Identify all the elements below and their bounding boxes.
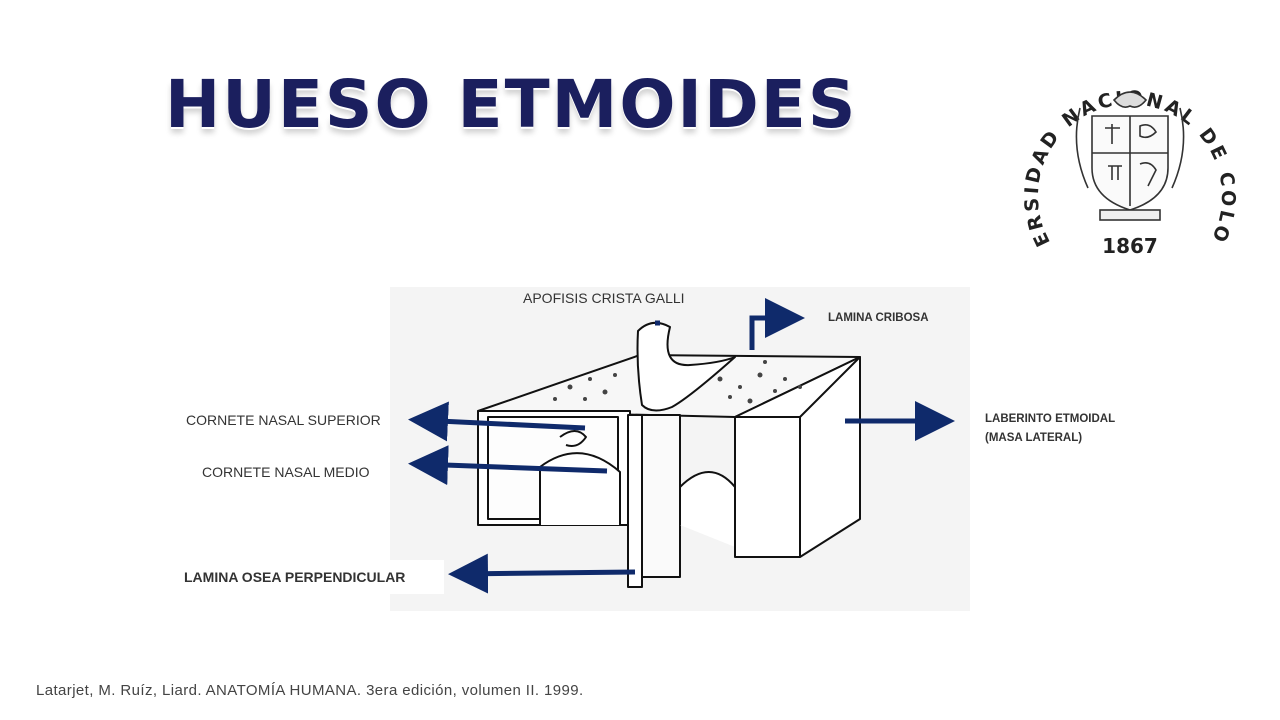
- svg-text:1867: 1867: [1102, 234, 1158, 258]
- citation-text: Latarjet, M. Ruíz, Liard. ANATOMÍA HUMAN…: [36, 682, 584, 699]
- label-laberinto-line2: (MASA LATERAL): [985, 432, 1083, 444]
- label-lamina-cribosa: LAMINA CRIBOSA: [828, 312, 929, 324]
- label-lamina-perpendicular: LAMINA OSEA PERPENDICULAR: [184, 569, 406, 585]
- ethmoid-illustration: [390, 287, 970, 611]
- label-cornete-superior: CORNETE NASAL SUPERIOR: [186, 412, 381, 428]
- label-cornete-medio: CORNETE NASAL MEDIO: [202, 464, 370, 480]
- university-seal-logo: UNIVERSIDAD NACIONAL DE COLOMBIA 1867: [1010, 48, 1236, 258]
- label-crista-galli: APOFISIS CRISTA GALLI: [523, 290, 685, 306]
- ethmoid-drawing: [477, 321, 861, 588]
- slide-title: HUESO ETMOIDES: [165, 66, 858, 143]
- label-backdrop: [178, 560, 444, 594]
- label-laberinto-line1: LABERINTO ETMOIDAL: [985, 413, 1116, 425]
